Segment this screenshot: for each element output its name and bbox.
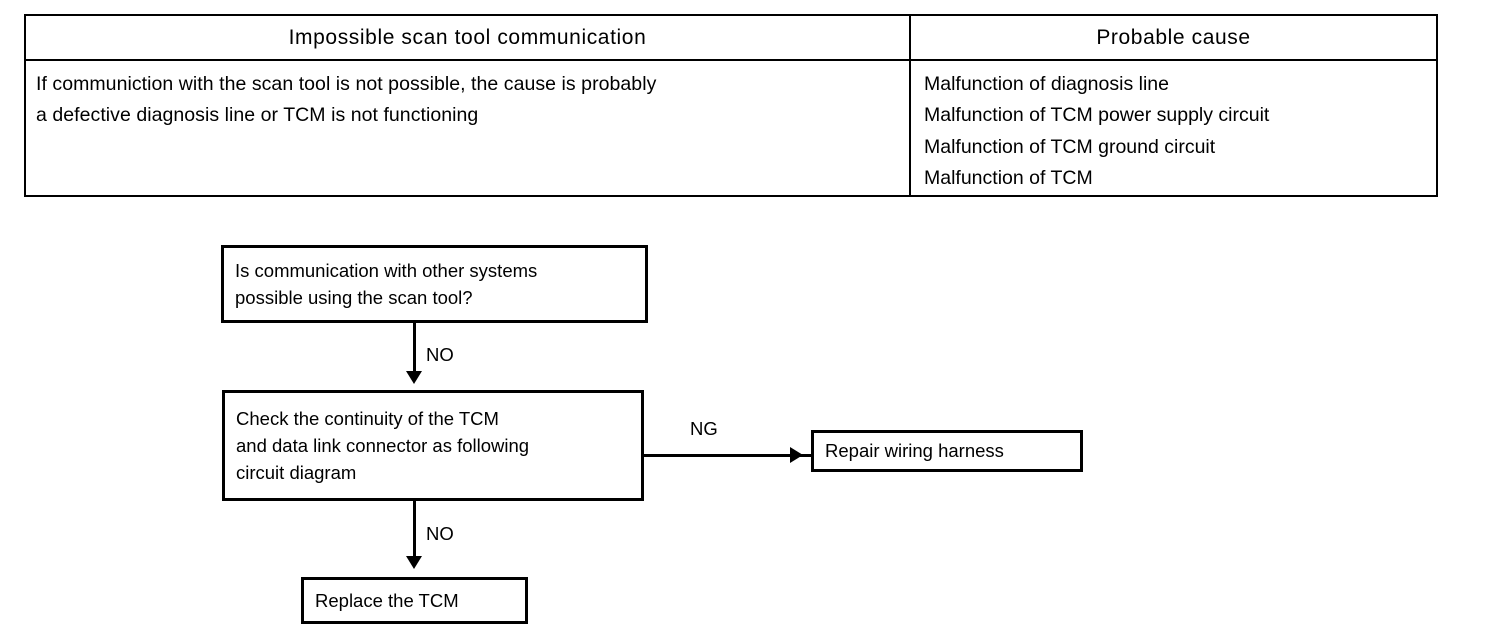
cause-item: Malfunction of diagnosis line bbox=[924, 72, 1169, 95]
cause-item: Malfunction of TCM power supply circuit bbox=[924, 104, 1270, 127]
table-header-row: Impossible scan tool communication Proba… bbox=[26, 16, 1436, 61]
arrowhead-down-icon bbox=[406, 371, 422, 384]
table-causes-cell: Malfunction of diagnosis line Malfunctio… bbox=[911, 61, 1436, 195]
flow-node-repair-label: Repair wiring harness bbox=[825, 440, 1004, 462]
flow-node-check-continuity: Check the continuity of the TCM and data… bbox=[222, 390, 644, 501]
symptom-header-label: Impossible scan tool communication bbox=[288, 25, 647, 49]
probable-cause-list: Malfunction of diagnosis line Malfunctio… bbox=[911, 69, 1269, 195]
flow-node-question-label: Is communication with other systems poss… bbox=[235, 259, 538, 308]
symptom-table: Impossible scan tool communication Proba… bbox=[24, 14, 1438, 197]
cause-item: Malfunction of TCM bbox=[924, 167, 1093, 190]
flow-node-check-label: Check the continuity of the TCM and data… bbox=[236, 407, 530, 484]
cause-item: Malfunction of TCM ground circuit bbox=[924, 135, 1216, 158]
connector-check-to-replace bbox=[413, 501, 416, 561]
edge-label-check-to-replace: NO bbox=[426, 523, 454, 544]
cause-header-label: Probable cause bbox=[1096, 25, 1251, 49]
connector-question-to-check bbox=[413, 323, 416, 376]
flow-node-replace-label: Replace the TCM bbox=[315, 589, 459, 611]
flow-node-replace-tcm: Replace the TCM bbox=[301, 577, 528, 624]
flow-node-repair-wiring-harness: Repair wiring harness bbox=[811, 430, 1083, 472]
symptom-description: If communiction with the scan tool is no… bbox=[36, 72, 657, 127]
flow-node-question-communication: Is communication with other systems poss… bbox=[221, 245, 648, 323]
table-description-cell: If communiction with the scan tool is no… bbox=[26, 60, 911, 195]
table-header-cause-cell: Probable cause bbox=[911, 16, 1436, 59]
table-body-row: If communiction with the scan tool is no… bbox=[26, 60, 1436, 195]
arrowhead-down-icon bbox=[406, 556, 422, 569]
table-header-symptom-cell: Impossible scan tool communication bbox=[26, 16, 911, 59]
connector-check-to-repair bbox=[644, 454, 819, 457]
edge-label-check-to-repair: NG bbox=[690, 418, 718, 439]
edge-label-question-to-check: NO bbox=[426, 344, 454, 365]
arrowhead-right-icon bbox=[790, 447, 803, 463]
